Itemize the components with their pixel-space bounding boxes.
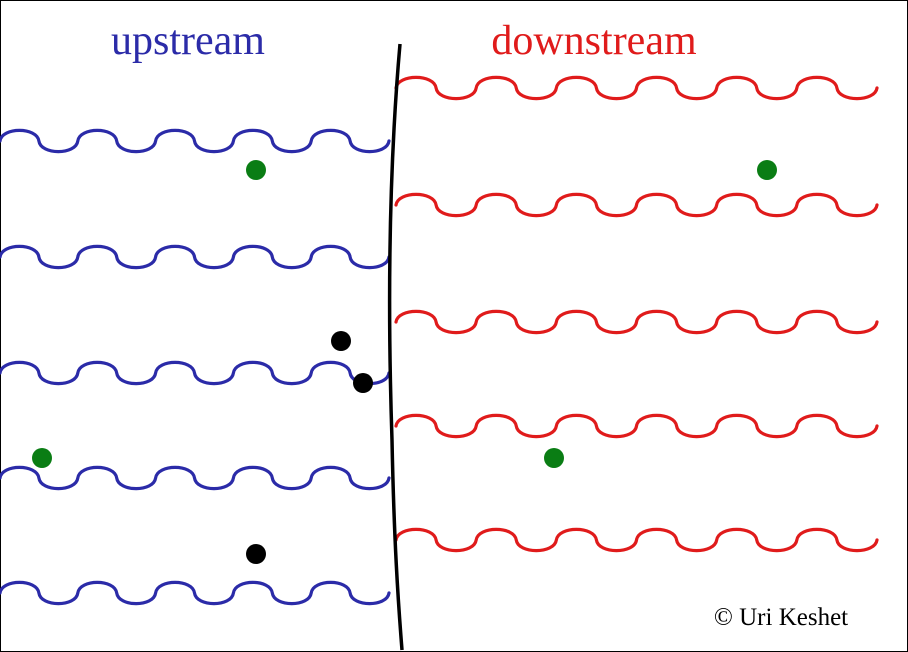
upstream-field-line xyxy=(0,360,391,386)
downstream-field-line xyxy=(394,527,879,553)
downstream-label: downstream xyxy=(491,18,697,64)
copyright-credit: © Uri Keshet xyxy=(714,604,848,631)
particles xyxy=(32,160,777,564)
black-particle xyxy=(331,331,351,351)
upstream-label: upstream xyxy=(111,18,265,64)
upstream-field-lines xyxy=(0,128,391,606)
downstream-field-line xyxy=(394,75,879,101)
downstream-field-line xyxy=(394,309,879,335)
green-particle xyxy=(246,160,266,180)
downstream-field-line xyxy=(394,413,879,439)
green-particle xyxy=(32,448,52,468)
green-particle xyxy=(544,448,564,468)
upstream-field-line xyxy=(0,128,391,154)
black-particle xyxy=(246,544,266,564)
upstream-field-line xyxy=(0,580,391,606)
upstream-field-line xyxy=(0,244,391,270)
green-particle xyxy=(757,160,777,180)
downstream-field-lines xyxy=(394,75,879,553)
upstream-field-line xyxy=(0,465,391,491)
downstream-field-line xyxy=(394,192,879,218)
black-particle xyxy=(353,373,373,393)
shock-front xyxy=(387,43,404,651)
